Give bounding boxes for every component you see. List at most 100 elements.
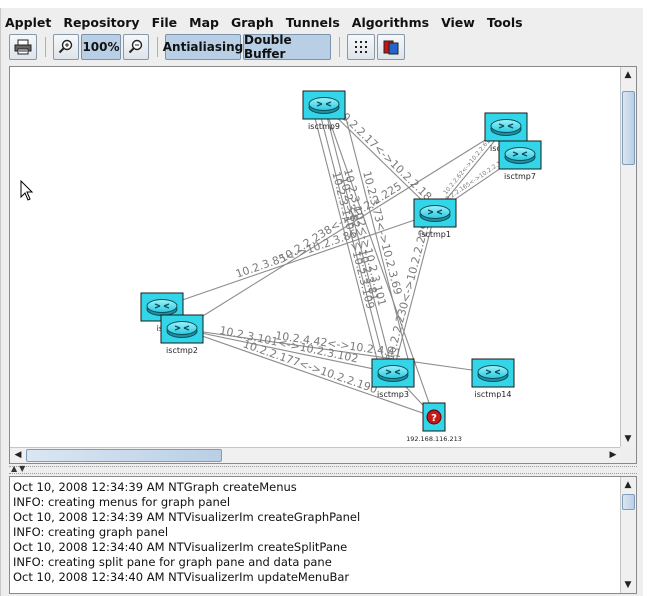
grid-button[interactable]	[347, 34, 375, 60]
double-buffer-toggle[interactable]: Double Buffer	[243, 33, 331, 61]
question-mark: ?	[431, 413, 437, 424]
router-node-isctmp3[interactable]: isctmp3	[371, 358, 415, 399]
log-line: INFO: creating menus for graph panel	[13, 495, 231, 509]
menu-bar: Applet Repository File Map Graph Tunnels…	[1, 12, 643, 32]
router-arrow	[163, 305, 170, 309]
router-arrow	[507, 125, 514, 129]
graph-edge[interactable]	[181, 126, 507, 330]
applet-window: Applet Repository File Map Graph Tunnels…	[0, 8, 643, 596]
menu-applet[interactable]: Applet	[5, 14, 52, 30]
graph-edge[interactable]	[340, 100, 411, 369]
router-icon-top	[504, 147, 536, 161]
toolbar-separator	[339, 37, 340, 57]
zoom-out-button[interactable]	[123, 34, 149, 60]
graph-edge[interactable]	[317, 106, 388, 375]
scroll-corner	[620, 447, 636, 463]
graph-horizontal-scrollbar[interactable]: ◀ ▶	[10, 447, 621, 463]
router-icon-top	[166, 321, 198, 335]
graph-nodes: isctmp9isctmp8isctmp7isctmp1iscisctmp2is…	[140, 90, 542, 443]
scroll-down-arrow-icon[interactable]: ▼	[624, 434, 632, 444]
graph-edge[interactable]	[181, 328, 435, 418]
antialiasing-toggle[interactable]: Antialiasing	[163, 34, 243, 60]
mouse-pointer-icon	[20, 180, 34, 201]
grid-icon	[355, 41, 367, 53]
router-icon-top	[308, 97, 340, 111]
graph-edge[interactable]	[323, 104, 436, 214]
log-scroll-thumb[interactable]	[622, 494, 635, 510]
router-node-isctmp9[interactable]: isctmp9	[302, 90, 346, 131]
router-arrow	[427, 211, 434, 215]
graph-edge[interactable]	[181, 328, 494, 374]
router-arrow	[183, 327, 190, 331]
router-node-isctmp2[interactable]: isctmp2	[160, 314, 204, 355]
network-graph-canvas[interactable]: 10.2.2.17<->10.2.2.1810.2.3.102<->10.2.3…	[10, 67, 621, 447]
router-arrow	[436, 211, 443, 215]
question-icon	[426, 409, 442, 425]
graph-edge[interactable]	[392, 212, 436, 374]
log-line: INFO: creating graph panel	[13, 525, 169, 539]
router-node-isctmp7[interactable]: isctmp7	[498, 140, 542, 181]
log-text-area[interactable]: Oct 10, 2008 12:34:39 AM NTGraph createM…	[13, 480, 613, 585]
router-arrow	[325, 103, 332, 107]
router-arrow	[521, 153, 528, 157]
router-icon-top	[419, 205, 451, 219]
menu-repository[interactable]: Repository	[63, 14, 140, 30]
router-arrow	[154, 305, 161, 309]
menu-tunnels[interactable]: Tunnels	[285, 14, 340, 30]
unknown-node[interactable]: ? 192.168.116.213	[406, 402, 462, 443]
graph-edge[interactable]	[311, 107, 382, 377]
router-node-isctmp1[interactable]: isctmp1	[413, 198, 457, 239]
log-line: INFO: creating split pane for graph pane…	[13, 555, 332, 569]
node-label: isctmp7	[504, 172, 536, 181]
graph-edge[interactable]	[161, 212, 436, 308]
graph-edge[interactable]	[181, 328, 394, 374]
zoom-out-icon	[128, 39, 143, 54]
zoom-in-icon	[58, 39, 73, 54]
graph-edge-labels: 10.2.2.17<->10.2.2.1810.2.3.102<->10.2.3…	[218, 105, 509, 396]
scroll-left-arrow-icon[interactable]: ◀	[14, 450, 22, 460]
collapse-arrows-icon[interactable]: ▲▼	[11, 464, 28, 473]
graph-vertical-scrollbar[interactable]: ▲ ▼	[620, 67, 636, 447]
node-label: isctmp2	[166, 346, 198, 355]
graph-edges	[161, 100, 521, 418]
node-label: isctmp14	[475, 390, 512, 399]
split-pane-divider[interactable]: ▲▼	[9, 464, 637, 474]
printer-icon	[14, 39, 32, 55]
log-line: Oct 10, 2008 12:34:39 AM NTVisualizerIm …	[13, 510, 361, 524]
zoom-in-button[interactable]	[53, 34, 79, 60]
menu-graph[interactable]: Graph	[230, 14, 274, 30]
color-swap-icon	[383, 40, 399, 55]
toolbar: 100% Antialiasing Double Buffer	[1, 32, 643, 64]
graph-edge[interactable]	[323, 104, 435, 418]
router-arrow	[498, 125, 505, 129]
router-arrow	[316, 103, 323, 107]
router-arrow	[485, 371, 492, 375]
zoom-level-button[interactable]: 100%	[81, 34, 121, 60]
vertical-scroll-thumb[interactable]	[622, 91, 635, 165]
menu-tools[interactable]: Tools	[486, 14, 523, 30]
scroll-right-arrow-icon[interactable]: ▶	[609, 450, 617, 460]
log-vertical-scrollbar[interactable]: ▲ ▼	[620, 477, 636, 593]
toolbar-separator	[157, 37, 158, 57]
node-label: 192.168.116.213	[406, 435, 462, 443]
menu-algorithms[interactable]: Algorithms	[351, 14, 430, 30]
scroll-up-arrow-icon[interactable]: ▲	[624, 480, 632, 490]
horizontal-scroll-thumb[interactable]	[26, 449, 222, 462]
menu-view[interactable]: View	[441, 14, 475, 30]
color-button[interactable]	[377, 34, 405, 60]
log-line: Oct 10, 2008 12:34:40 AM NTVisualizerIm …	[13, 570, 350, 584]
router-arrow	[385, 371, 392, 375]
router-arrow	[512, 153, 519, 157]
node-label: isctmp9	[308, 122, 340, 131]
scroll-down-arrow-icon[interactable]: ▼	[624, 580, 632, 590]
menu-file[interactable]: File	[151, 14, 178, 30]
print-button[interactable]	[9, 34, 37, 60]
menu-map[interactable]: Map	[189, 14, 219, 30]
router-node-isctmp14[interactable]: isctmp14	[471, 358, 515, 399]
scroll-up-arrow-icon[interactable]: ▲	[624, 70, 632, 80]
router-arrow	[174, 327, 181, 331]
log-line: Oct 10, 2008 12:34:39 AM NTGraph createM…	[13, 480, 297, 494]
toolbar-separator	[45, 37, 46, 57]
router-icon-top	[146, 299, 178, 313]
